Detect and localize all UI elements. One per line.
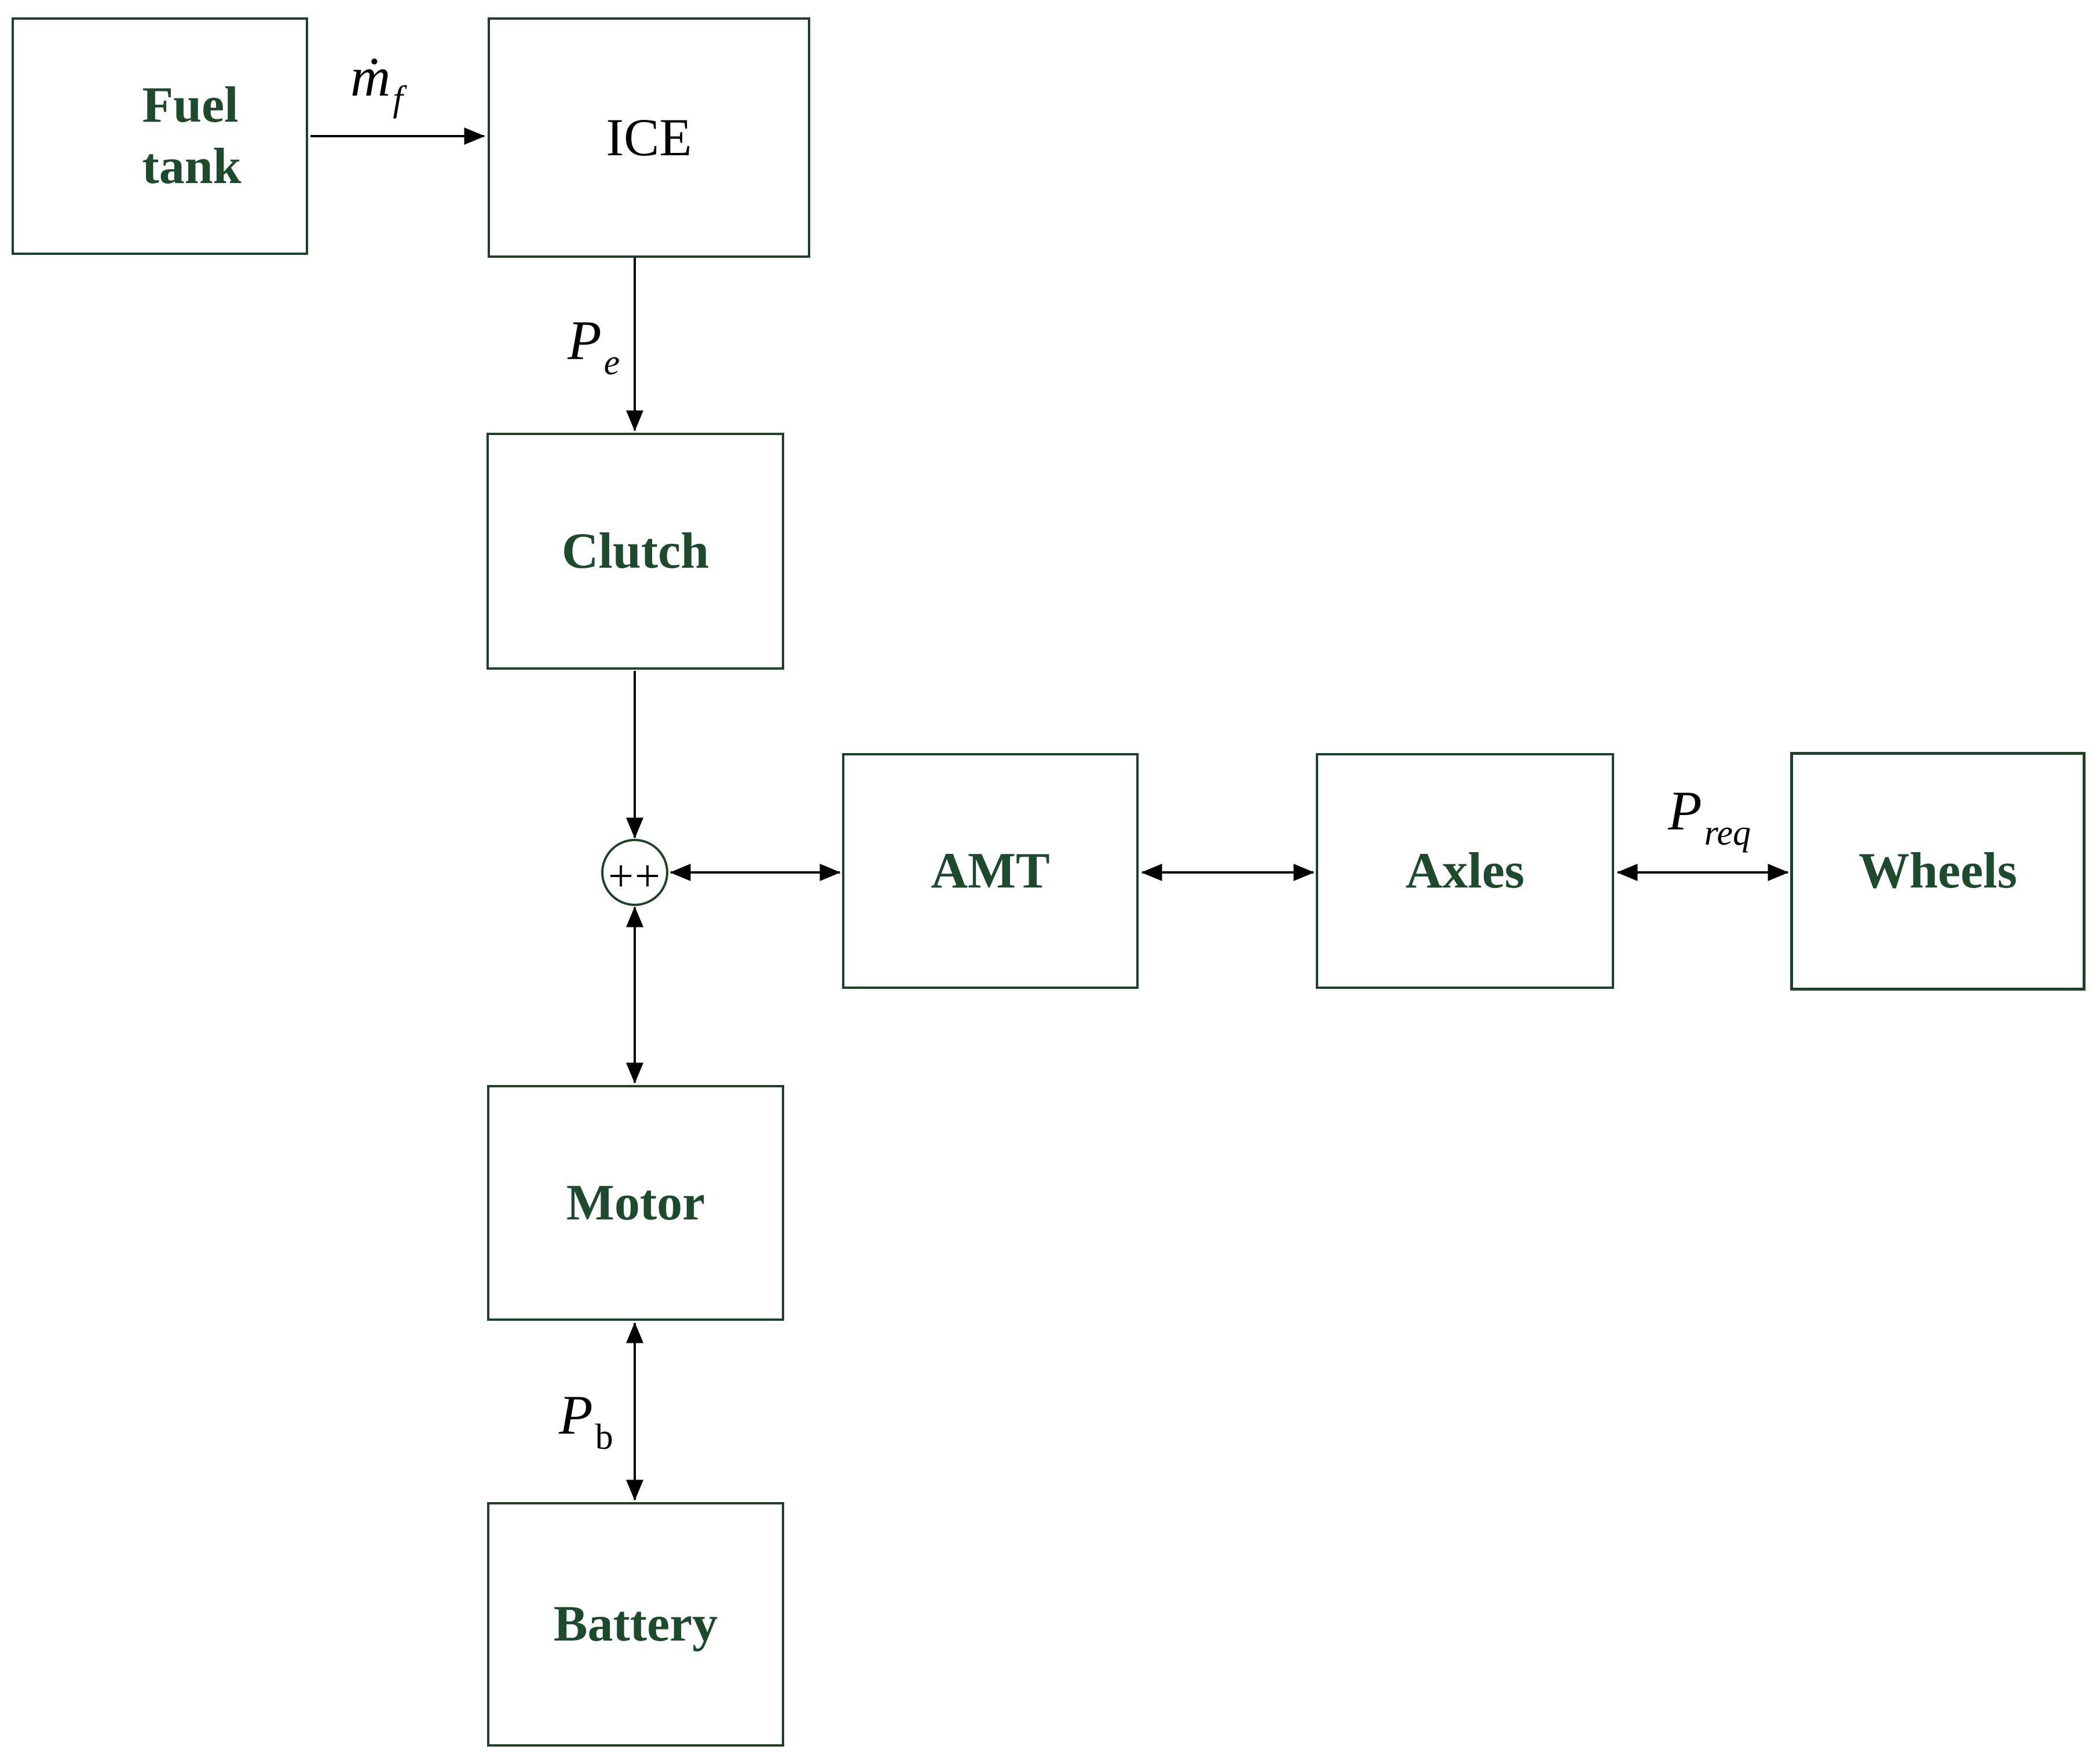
summing-junction-symbol: ++ bbox=[608, 850, 661, 901]
edge-label-engine-power: Pe bbox=[568, 313, 620, 381]
wheels-label: Wheels bbox=[1858, 843, 2017, 900]
edge-label-fuel-rate: ṁf bbox=[350, 46, 403, 118]
summing-junction-circle bbox=[601, 839, 668, 906]
node-axles: Axles bbox=[1316, 753, 1614, 989]
clutch-label: Clutch bbox=[561, 523, 709, 579]
amt-label: AMT bbox=[931, 842, 1050, 899]
node-motor: Motor bbox=[487, 1085, 784, 1321]
ice-label: ICE bbox=[606, 108, 692, 167]
axles-label: Axles bbox=[1405, 842, 1525, 899]
engine-power-base: P bbox=[568, 309, 602, 371]
fuel-tank-label-line2: tank bbox=[142, 138, 242, 195]
node-fuel-tank: Fuel tank bbox=[12, 17, 308, 255]
engine-power-sub: e bbox=[603, 343, 620, 383]
motor-label: Motor bbox=[566, 1174, 705, 1231]
node-clutch: Clutch bbox=[486, 433, 784, 670]
edge-label-request-power: Preq bbox=[1668, 780, 1751, 852]
request-power-sub: req bbox=[1704, 813, 1751, 853]
node-battery: Battery bbox=[487, 1502, 784, 1747]
request-power-base: P bbox=[1668, 780, 1702, 842]
node-ice: ICE bbox=[488, 17, 810, 258]
battery-power-base: P bbox=[559, 1384, 593, 1446]
battery-label: Battery bbox=[553, 1596, 718, 1653]
fuel-tank-label-line1: Fuel bbox=[142, 77, 239, 134]
edge-label-battery-power: Pb bbox=[559, 1384, 613, 1456]
fuel-rate-base: ṁ bbox=[350, 46, 391, 108]
fuel-tank-label: Fuel tank bbox=[142, 75, 241, 197]
fuel-rate-sub: f bbox=[393, 79, 403, 119]
node-amt: AMT bbox=[842, 753, 1139, 989]
battery-power-sub: b bbox=[595, 1418, 613, 1458]
node-wheels: Wheels bbox=[1790, 752, 2086, 991]
